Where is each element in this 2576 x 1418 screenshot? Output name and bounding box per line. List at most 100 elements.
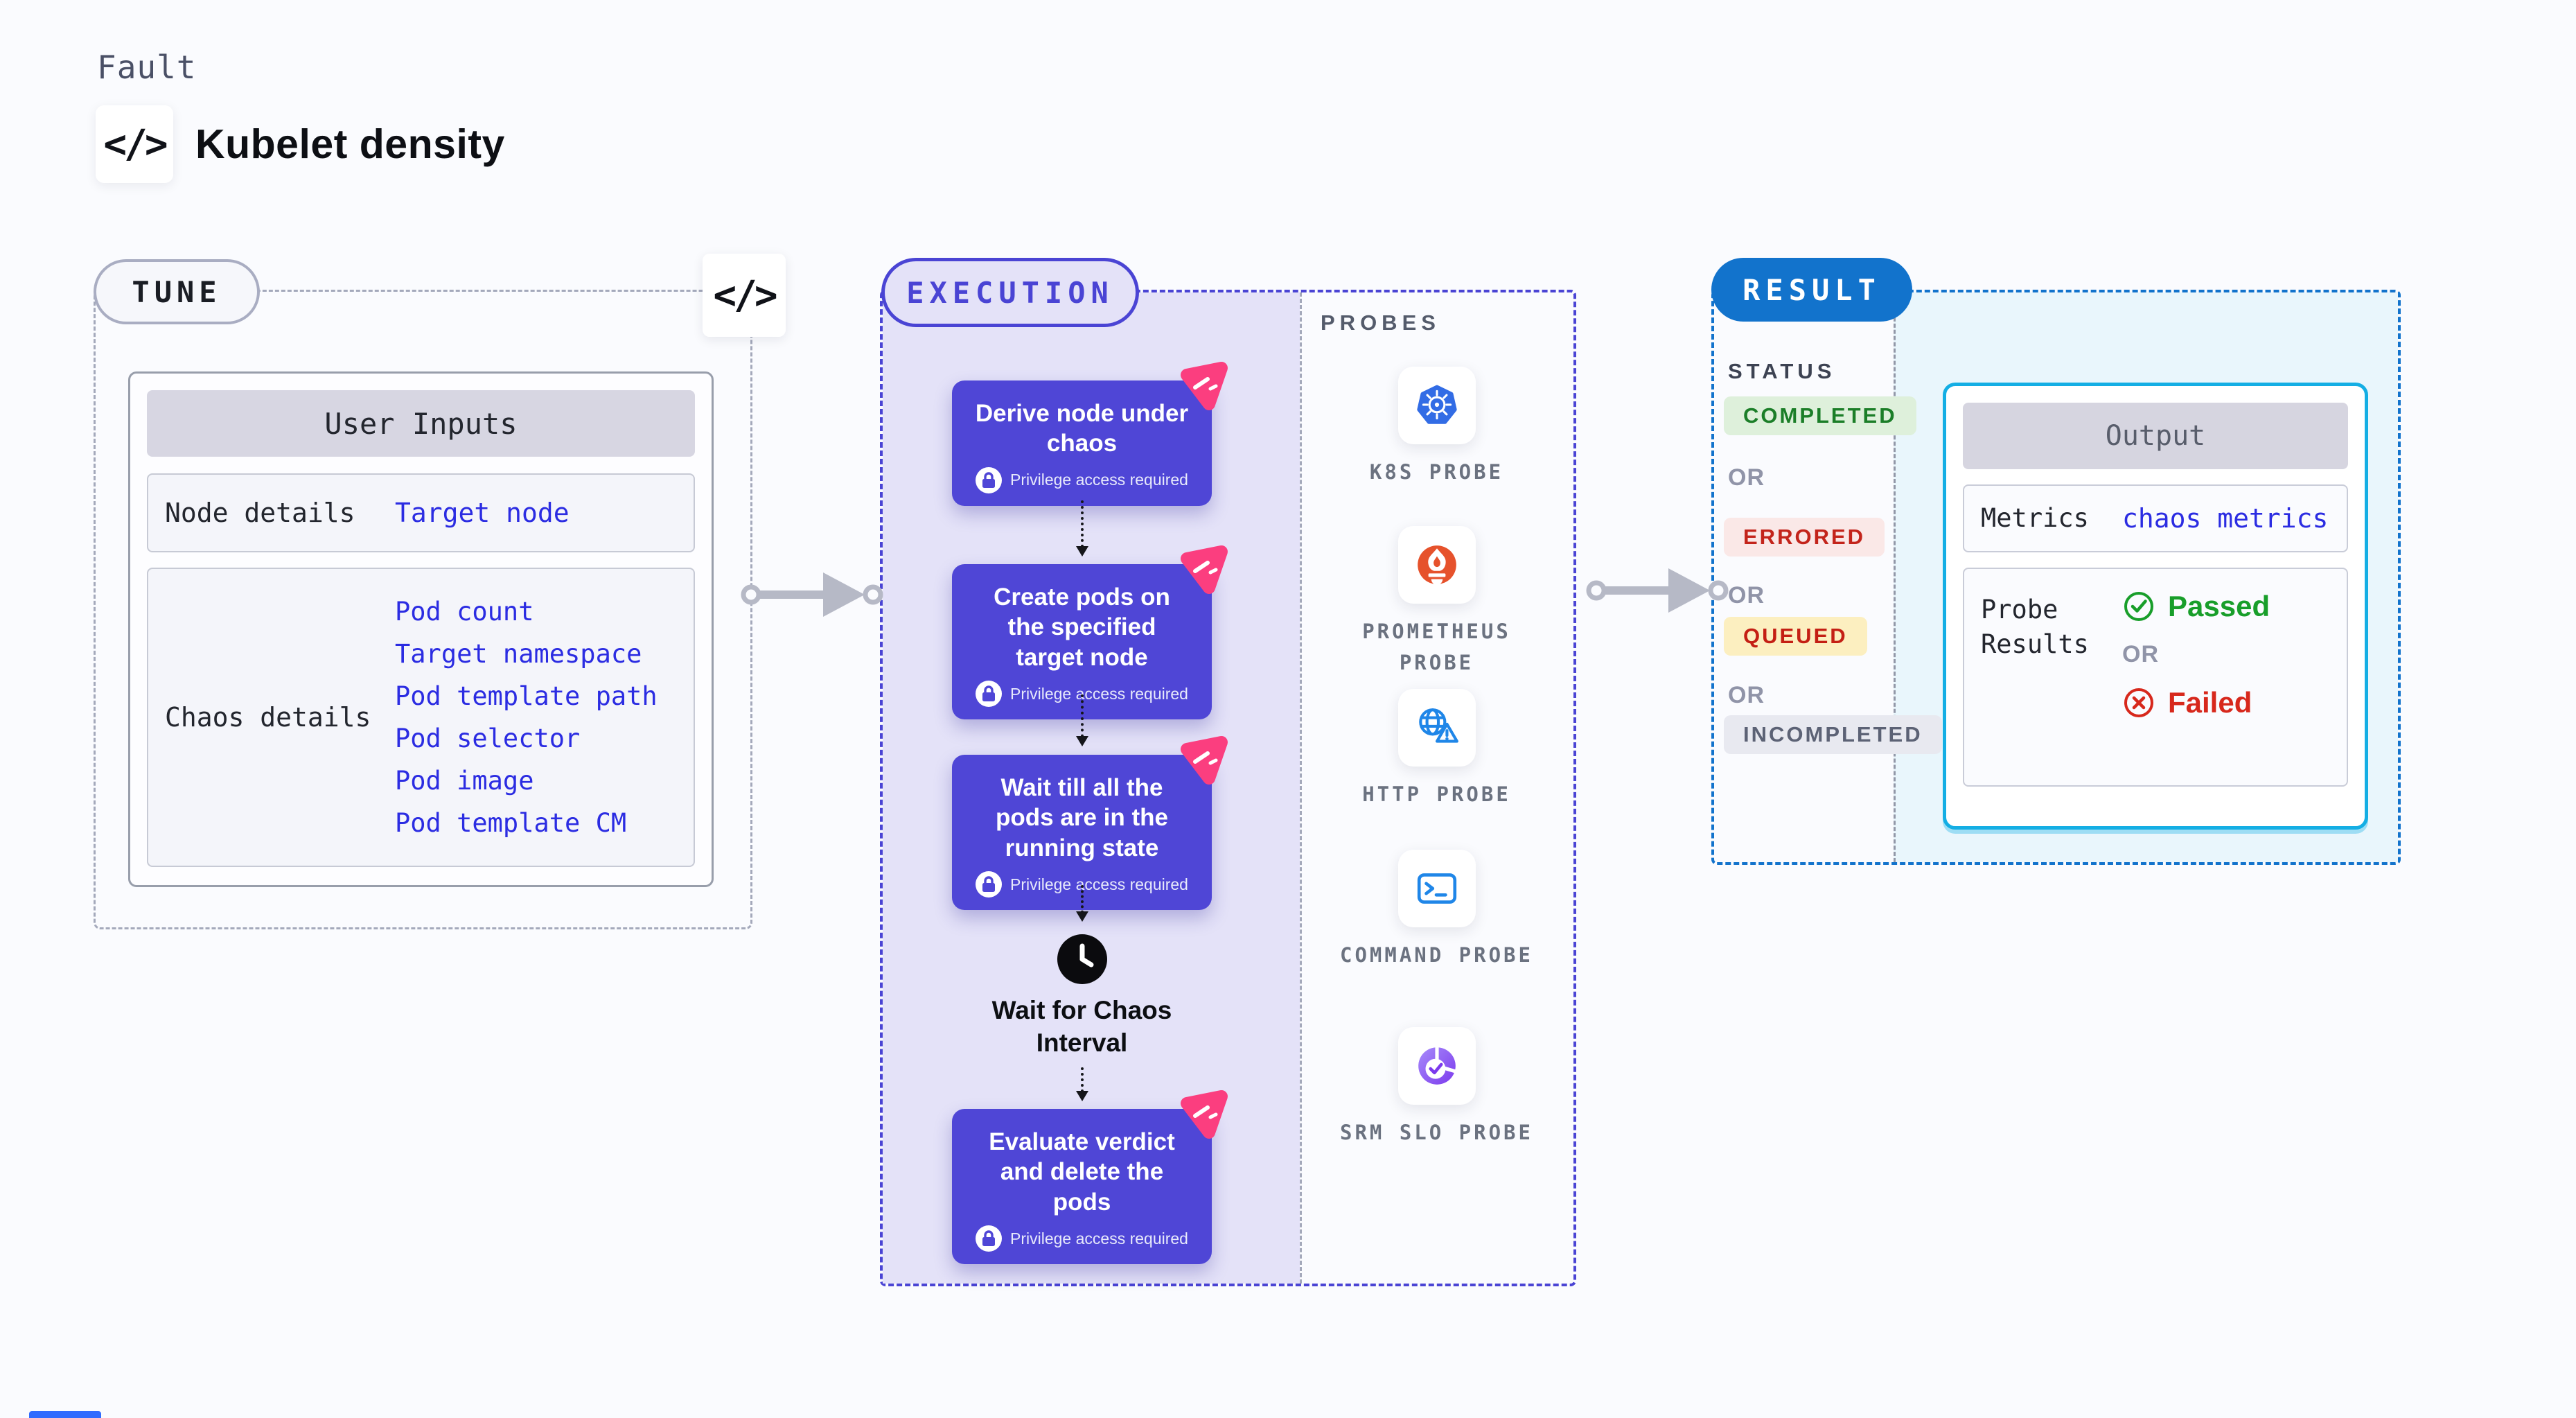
privilege-row: Privilege access required — [973, 871, 1191, 898]
page-header: </> Kubelet density — [96, 105, 505, 183]
privilege-note: Privilege access required — [1010, 875, 1188, 893]
or-label: OR — [1728, 682, 1765, 708]
metrics-row: Metrics chaos metrics — [1963, 484, 2348, 552]
privilege-row: Privilege access required — [973, 466, 1191, 493]
step-wait-running: Wait till all the pods are in the runnin… — [952, 736, 1228, 911]
failed-row: Failed — [2122, 686, 2270, 719]
probes-heading: PROBES — [1321, 310, 1440, 335]
clock-icon — [1055, 931, 1110, 987]
code-icon-card: </> — [96, 105, 173, 183]
node-details-label: Node details — [165, 498, 355, 528]
probe-label: COMMAND PROBE — [1340, 943, 1533, 967]
x-circle-icon — [2124, 688, 2153, 717]
metrics-label: Metrics — [1981, 503, 2089, 534]
step-title: Create pods on the specified target node — [994, 584, 1170, 671]
litmus-chaos-icon — [1181, 362, 1228, 410]
probe-prometheus: PROMETHEUS PROBE — [1300, 526, 1573, 679]
passed-row: Passed — [2122, 590, 2270, 623]
or-label: OR — [1728, 582, 1765, 609]
step-title: Evaluate verdict and delete the pods — [989, 1128, 1175, 1216]
execution-section-box: Derive node under chaos Privilege access… — [880, 290, 1576, 1286]
probe-k8s: K8S PROBE — [1300, 367, 1573, 488]
fault-kicker: Fault — [97, 49, 197, 86]
lock-icon — [976, 466, 1003, 493]
probe-label: SRM SLO PROBE — [1340, 1121, 1533, 1144]
kubernetes-icon — [1397, 367, 1476, 444]
or-label: OR — [2122, 641, 2159, 667]
probe-results-row: Probe Results Passed OR — [1963, 568, 2348, 787]
check-circle-icon — [2124, 592, 2153, 621]
result-divider — [1894, 292, 1896, 862]
slo-pie-icon — [1397, 1027, 1476, 1105]
step-evaluate-verdict: Evaluate verdict and delete the pods Pri… — [952, 1090, 1228, 1265]
lock-icon — [976, 681, 1003, 708]
lock-icon — [976, 1225, 1003, 1252]
flow-dotted-arrow — [1076, 885, 1088, 922]
flow-dotted-arrow — [1076, 694, 1088, 746]
execution-section-pill: EXECUTION — [881, 258, 1139, 327]
status-badge-queued: QUEUED — [1724, 617, 1867, 656]
chaos-details-links: Pod count Target namespace Pod template … — [395, 590, 658, 844]
probe-label: HTTP PROBE — [1362, 782, 1511, 806]
probe-http: HTTP PROBE — [1300, 689, 1573, 810]
probe-label: K8S PROBE — [1369, 460, 1504, 484]
tune-code-icon: </> — [713, 272, 777, 318]
wait-for-chaos-interval-label: Wait for Chaos Interval — [991, 996, 1172, 1058]
link-pod-selector[interactable]: Pod selector — [395, 724, 581, 753]
chaos-details-label: Chaos details — [165, 702, 371, 733]
probe-results-label: Probe Results — [1981, 595, 2089, 659]
result-section-pill: RESULT — [1711, 258, 1912, 322]
step-title: Wait till all the pods are in the runnin… — [996, 774, 1168, 861]
user-inputs-card: User Inputs Node details Target node Cha… — [128, 371, 714, 887]
flow-dotted-arrow — [1076, 1067, 1088, 1101]
link-pod-template-path[interactable]: Pod template path — [395, 681, 658, 711]
privilege-row: Privilege access required — [973, 681, 1191, 708]
user-inputs-header: User Inputs — [147, 390, 695, 457]
execution-to-result-arrow — [1586, 568, 1729, 613]
node-details-row: Node details Target node — [147, 473, 695, 552]
step-derive-node: Derive node under chaos Privilege access… — [952, 362, 1228, 506]
or-label: OR — [1728, 464, 1765, 491]
failed-label: Failed — [2168, 686, 2252, 719]
verdict-column: Passed OR Failed — [2122, 569, 2270, 719]
probe-label: PROMETHEUS PROBE — [1362, 620, 1511, 674]
probe-command: COMMAND PROBE — [1300, 850, 1573, 971]
execution-probes-divider — [1300, 292, 1302, 1284]
tune-section-pill: TUNE — [94, 259, 260, 324]
result-section-box: STATUS COMPLETED OR ERRORED OR QUEUED OR… — [1711, 290, 2401, 865]
bottom-logo-chip — [29, 1411, 101, 1418]
privilege-note: Privilege access required — [1010, 1229, 1188, 1248]
output-card: Output Metrics chaos metrics Probe Resul… — [1943, 383, 2368, 830]
http-globe-icon — [1397, 689, 1476, 767]
link-pod-image[interactable]: Pod image — [395, 766, 534, 796]
link-pod-count[interactable]: Pod count — [395, 597, 534, 627]
status-heading: STATUS — [1728, 359, 1836, 383]
litmus-chaos-icon — [1181, 1090, 1228, 1139]
link-target-namespace[interactable]: Target namespace — [395, 639, 642, 669]
litmus-chaos-icon — [1181, 545, 1228, 594]
passed-label: Passed — [2168, 590, 2270, 622]
status-badge-completed: COMPLETED — [1724, 396, 1916, 435]
lock-icon — [976, 871, 1003, 898]
chaos-details-row: Chaos details Pod count Target namespace… — [147, 568, 695, 867]
terminal-icon — [1397, 850, 1476, 927]
page-title: Kubelet density — [195, 121, 505, 167]
privilege-note: Privilege access required — [1010, 471, 1188, 489]
link-chaos-metrics[interactable]: chaos metrics — [2122, 503, 2329, 534]
litmus-chaos-icon — [1181, 736, 1228, 785]
prometheus-icon — [1397, 526, 1476, 604]
probe-srm-slo: SRM SLO PROBE — [1300, 1027, 1573, 1148]
link-target-node[interactable]: Target node — [395, 498, 570, 528]
link-pod-template-cm[interactable]: Pod template CM — [395, 808, 627, 838]
tune-section-box — [94, 290, 752, 929]
flow-dotted-arrow — [1076, 500, 1088, 557]
tune-code-card: </> — [703, 254, 786, 337]
status-badge-incompleted: INCOMPLETED — [1724, 715, 1942, 754]
tune-to-execution-arrow — [741, 572, 883, 617]
output-header: Output — [1963, 403, 2348, 469]
privilege-note: Privilege access required — [1010, 684, 1188, 703]
status-badge-errored: ERRORED — [1724, 518, 1885, 557]
step-create-pods: Create pods on the specified target node… — [952, 545, 1228, 720]
privilege-row: Privilege access required — [973, 1225, 1191, 1252]
